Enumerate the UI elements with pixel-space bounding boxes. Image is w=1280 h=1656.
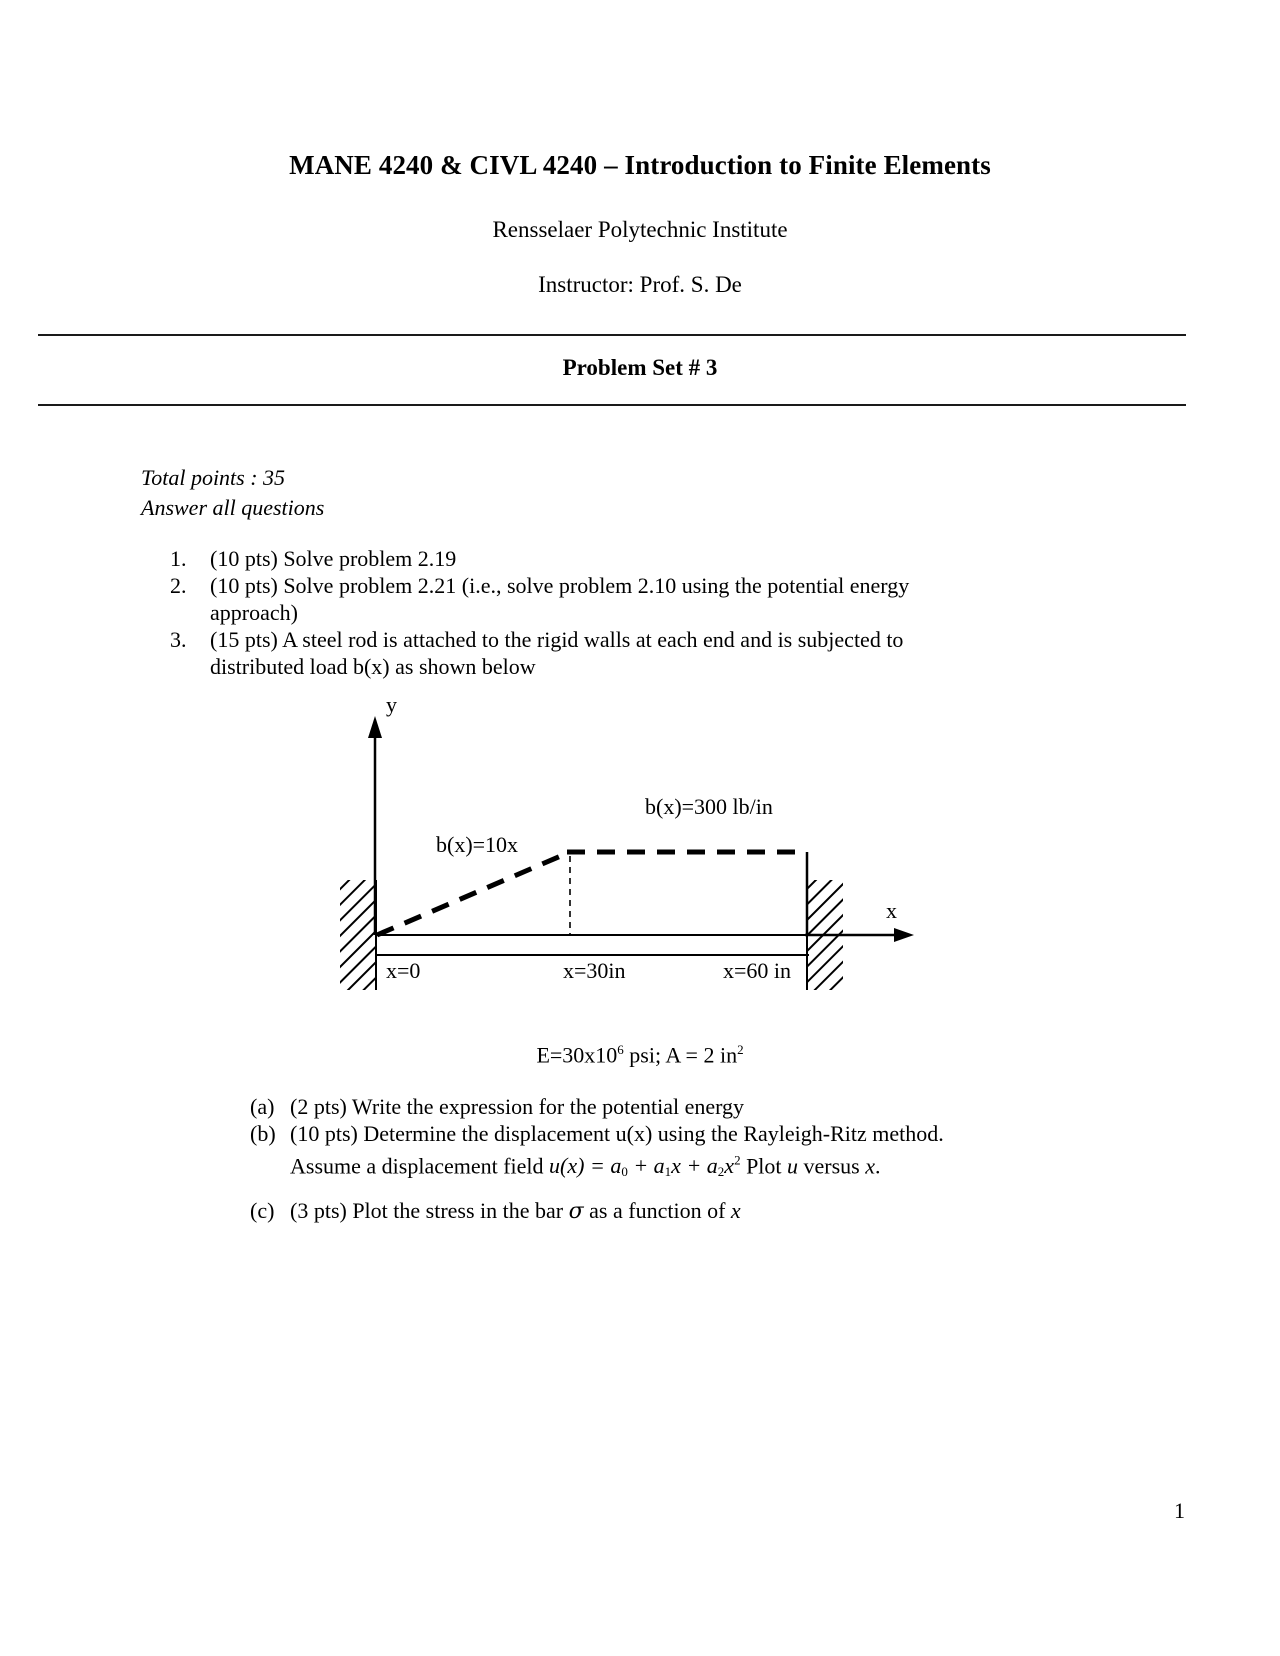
plot-text-3: .: [875, 1153, 881, 1179]
sigma-symbol: σ: [568, 1199, 584, 1225]
list-item: (c) (3 pts) Plot the stress in the bar σ…: [250, 1197, 1010, 1225]
formula-a1: a: [653, 1153, 665, 1179]
modulus-exponent: 6: [617, 1042, 624, 1057]
subquestion-continuation: Assume a displacement field u(x) = a0 + …: [250, 1147, 1010, 1185]
subquestion-list: (a) (2 pts) Write the expression for the…: [250, 1093, 1010, 1225]
divider-bottom: [38, 404, 1186, 406]
stress-text-pre: (3 pts) Plot the stress in the bar: [290, 1198, 569, 1224]
total-points-line: Total points : 35: [141, 465, 286, 490]
area-exponent: 2: [737, 1042, 744, 1057]
institution-line: Rensselaer Polytechnic Institute: [492, 217, 788, 242]
divider-top: [38, 334, 1186, 336]
list-item: (a) (2 pts) Write the expression for the…: [250, 1093, 1010, 1120]
list-item: (b) (10 pts) Determine the displacement …: [250, 1120, 1010, 1147]
subquestion-text: (3 pts) Plot the stress in the bar σ as …: [290, 1197, 1010, 1225]
page-number: 1: [1174, 1498, 1185, 1523]
formula-a2-sub: 2: [717, 1164, 725, 1180]
rod-loading-diagram: y x b(x)=300 lb/in b(x)=10x x=0 x=30in x…: [320, 690, 940, 1020]
plot-text-2: versus: [798, 1153, 866, 1179]
formula-plus-2: +: [680, 1153, 707, 1179]
page-title: MANE 4240 & CIVL 4240 – Introduction to …: [289, 150, 991, 180]
modulus-units: psi; A = 2 in: [623, 1042, 738, 1068]
assume-text: Assume a displacement field: [290, 1153, 550, 1179]
question-text: (15 pts) A steel rod is attached to the …: [210, 627, 904, 679]
right-wall-support: [806, 880, 843, 990]
stress-variable-x: x: [730, 1198, 741, 1224]
displacement-field-formula: u(x) = a0 + a1x + a2x2: [549, 1153, 741, 1180]
modulus-text: E=30x10: [536, 1042, 618, 1068]
subquestion-text: (10 pts) Determine the displacement u(x)…: [290, 1121, 944, 1146]
formula-a1-sub: 1: [664, 1164, 672, 1180]
question-number: 3.: [170, 627, 187, 652]
instructor-line: Instructor: Prof. S. De: [538, 272, 742, 297]
formula-lhs: u(x) =: [549, 1153, 611, 1179]
tick-label-x0: x=0: [386, 958, 421, 983]
formula-x2-sup: 2: [734, 1153, 741, 1168]
formula-x1: x: [671, 1153, 681, 1179]
formula-a0: a: [610, 1153, 622, 1179]
stress-text-mid: as a function of: [583, 1198, 731, 1224]
list-item: 2. (10 pts) Solve problem 2.21 (i.e., so…: [170, 572, 1000, 626]
question-text: (10 pts) Solve problem 2.21 (i.e., solve…: [210, 573, 910, 625]
subquestion-text: (2 pts) Write the expression for the pot…: [290, 1094, 745, 1119]
tick-label-x60: x=60 in: [723, 958, 792, 983]
diagram-svg: [340, 716, 914, 990]
linear-load-line: [376, 849, 571, 938]
list-item: 3. (15 pts) A steel rod is attached to t…: [170, 626, 1000, 680]
material-properties-line: E=30x106 psi; A = 2 in2: [0, 1042, 1280, 1068]
subquestion-label: (c): [250, 1198, 275, 1224]
displacement-field-line: Assume a displacement field u(x) = a0 + …: [290, 1147, 1010, 1185]
subquestion-label: (a): [250, 1094, 275, 1119]
plot-variable-u: u: [787, 1153, 799, 1179]
plot-text-1: Plot: [740, 1153, 788, 1179]
x-axis-label: x: [886, 898, 897, 923]
formula-plus-1: +: [627, 1153, 654, 1179]
steel-rod: [376, 934, 809, 956]
answer-all-line: Answer all questions: [141, 495, 325, 520]
formula-a0-sub: 0: [621, 1164, 628, 1180]
intro-block: Total points : 35 Answer all questions: [141, 463, 324, 523]
subquestion-label: (b): [250, 1121, 276, 1146]
formula-x2: x: [724, 1153, 735, 1179]
problem-set-title: Problem Set # 3: [562, 355, 718, 380]
linear-load-label: b(x)=10x: [436, 832, 519, 857]
list-item: 1. (10 pts) Solve problem 2.19: [170, 545, 1000, 572]
y-axis-label: y: [386, 692, 397, 717]
question-number: 1.: [170, 546, 187, 571]
left-wall-support: [340, 880, 377, 990]
formula-a2: a: [706, 1153, 718, 1179]
constant-load-label: b(x)=300 lb/in: [645, 794, 773, 819]
question-number: 2.: [170, 573, 187, 598]
question-text: (10 pts) Solve problem 2.19: [210, 546, 457, 571]
plot-variable-x: x: [865, 1153, 876, 1179]
question-list: 1. (10 pts) Solve problem 2.19 2. (10 pt…: [170, 545, 1000, 680]
tick-label-x30: x=30in: [563, 958, 626, 983]
